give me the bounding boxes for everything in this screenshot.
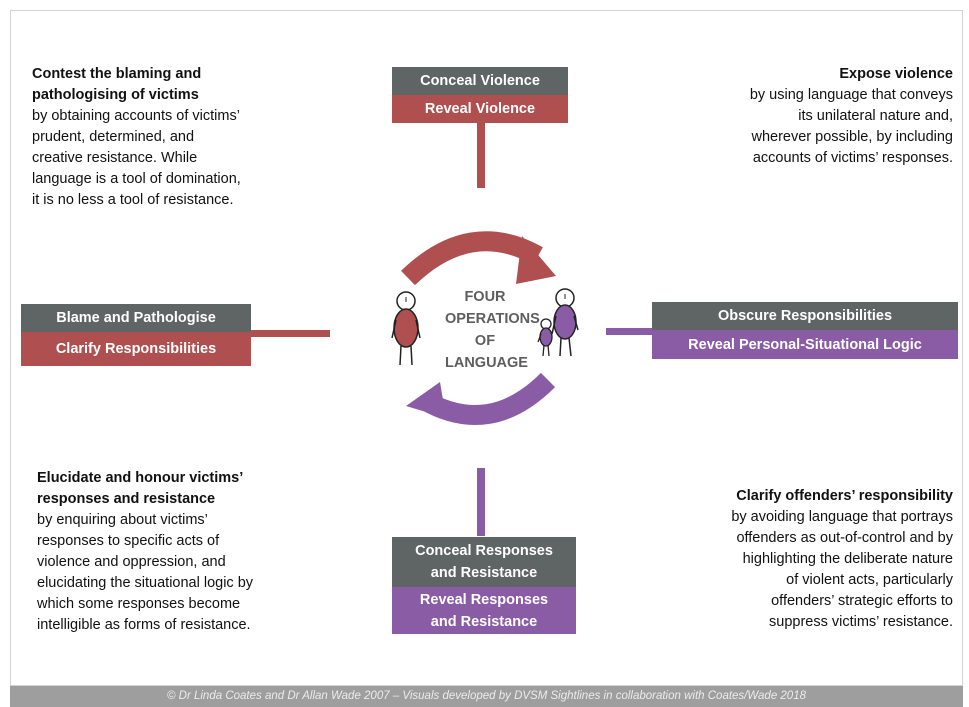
box-obscure-responsibilities: Obscure Responsibilities xyxy=(652,302,958,330)
box-blame-pathologise: Blame and Pathologise xyxy=(21,304,251,332)
connector-bottom xyxy=(477,468,485,536)
footer-credit: © Dr Linda Coates and Dr Allan Wade 2007… xyxy=(10,686,963,707)
text-top-left-body: by obtaining accounts of victims’ pruden… xyxy=(32,108,241,208)
text-bottom-right-body: by avoiding language that portrays offen… xyxy=(731,509,953,630)
text-bottom-left-body: by enquiring about victims’ responses to… xyxy=(37,512,254,633)
box-conceal-responses: Conceal Responses and Resistance xyxy=(392,537,576,587)
connector-top xyxy=(477,122,485,188)
stick-figure-purple-adult-icon xyxy=(551,288,579,357)
text-bottom-left: Elucidate and honour victims’ responses … xyxy=(37,468,327,636)
diagram-frame xyxy=(10,10,963,686)
box-reveal-responses: Reveal Responses and Resistance xyxy=(392,587,576,634)
text-bottom-left-heading: Elucidate and honour victims’ responses … xyxy=(37,470,244,507)
cycle-arrow-purple-icon xyxy=(406,372,556,426)
text-bottom-right-heading: Clarify offenders’ responsibility xyxy=(736,488,953,504)
connector-right xyxy=(606,328,653,335)
box-reveal-violence: Reveal Violence xyxy=(392,95,568,123)
box-reveal-personal-situational-logic: Reveal Personal-Situational Logic xyxy=(652,330,958,359)
text-top-right: Expose violence by using language that c… xyxy=(670,64,953,169)
text-top-right-heading: Expose violence xyxy=(839,66,953,82)
text-top-left: Contest the blaming and pathologising of… xyxy=(32,64,302,211)
box-clarify-responsibilities: Clarify Responsibilities xyxy=(21,332,251,366)
text-top-right-body: by using language that conveys its unila… xyxy=(749,87,953,166)
stick-figure-red-icon xyxy=(391,291,421,366)
center-label: FOUR OPERATIONS OF LANGUAGE xyxy=(445,289,540,371)
text-bottom-right: Clarify offenders’ responsibility by avo… xyxy=(660,486,953,633)
stick-figure-purple-child-icon xyxy=(537,318,554,357)
connector-left xyxy=(250,330,330,337)
cycle-arrow-red-icon xyxy=(401,231,556,286)
text-top-left-heading: Contest the blaming and pathologising of… xyxy=(32,66,202,103)
box-conceal-violence: Conceal Violence xyxy=(392,67,568,95)
